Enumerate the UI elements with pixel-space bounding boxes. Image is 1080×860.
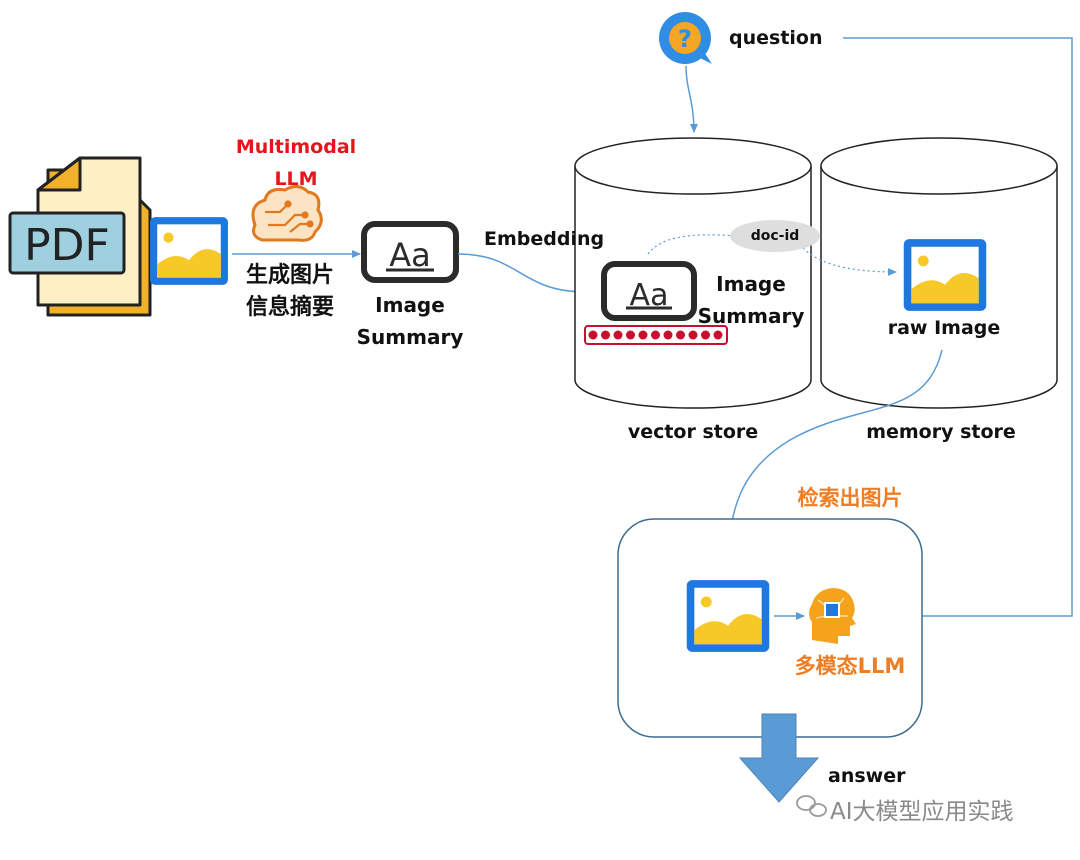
- vector-dot: [613, 330, 623, 340]
- arrow-embedding: [457, 253, 587, 296]
- watermark-text: AI大模型应用实践: [830, 799, 1014, 825]
- image-summary-label: Image Summary: [345, 289, 475, 353]
- question-label: question: [729, 27, 823, 49]
- image-summary-line1: Image: [375, 293, 445, 317]
- raw-image-label: raw Image: [887, 317, 1001, 339]
- multimodal-llm-line1: Multimodal: [235, 136, 357, 158]
- vector-dot: [688, 330, 698, 340]
- brain-icon: [251, 185, 323, 242]
- question-icon: ?: [659, 12, 712, 64]
- vector-dot: [588, 330, 598, 340]
- generate-summary-line2: 信息摘要: [245, 295, 334, 320]
- pdf-label: PDF: [24, 220, 110, 271]
- answer-label: answer: [828, 765, 906, 787]
- embedding-vector: [584, 325, 728, 345]
- ai-head-icon: [809, 588, 856, 644]
- arrow-question-to-vector: [685, 65, 698, 133]
- vector-dot: [713, 330, 723, 340]
- vector-dot: [676, 330, 685, 340]
- arrow-retrieve: [724, 349, 943, 573]
- multimodal-llm-line2: LLM: [274, 168, 318, 190]
- answer-arrow: [738, 713, 820, 803]
- stored-summary-line2: Summary: [697, 304, 805, 328]
- memory-store-label: memory store: [866, 421, 1016, 443]
- doc-id-badge: [730, 220, 820, 252]
- multimodal-llm-cn-label: 多模态LLM: [794, 654, 906, 678]
- stored-summary-label: Image Summary: [692, 268, 810, 332]
- answer-group-box: [617, 518, 923, 738]
- vector-store-label: vector store: [627, 421, 759, 443]
- embedding-label: Embedding: [484, 228, 605, 250]
- stored-summary-icon: Aa: [601, 261, 697, 321]
- generate-summary-label: 生成图片 信息摘要: [226, 260, 354, 324]
- stored-summary-line1: Image: [716, 272, 786, 296]
- multimodal-llm-label: Multimodal LLM: [218, 131, 374, 195]
- retrieved-image-icon: [686, 580, 770, 652]
- image-summary-line2: Summary: [356, 325, 464, 349]
- image-icon: [150, 217, 228, 285]
- vector-dot: [626, 330, 635, 340]
- vector-dot: [638, 330, 648, 340]
- doc-id-label: doc-id: [750, 228, 800, 244]
- svg-text:?: ?: [678, 25, 692, 53]
- vector-dot: [601, 330, 610, 340]
- doc-id-link-left: [647, 234, 736, 255]
- pdf-document-icon: [8, 156, 152, 317]
- arrow-question-to-llm: [843, 37, 1073, 620]
- vector-dot: [663, 330, 673, 340]
- raw-image-icon: [903, 239, 987, 311]
- wechat-icon: [796, 795, 827, 817]
- summary-text-icon: Aa: [361, 221, 459, 283]
- svg-text:Aa: Aa: [389, 236, 431, 274]
- vector-dot: [701, 330, 710, 340]
- vector-dot: [651, 330, 660, 340]
- retrieve-image-label: 检索出图片: [797, 486, 903, 510]
- doc-id-link-right: [799, 243, 897, 276]
- generate-summary-line1: 生成图片: [245, 263, 334, 288]
